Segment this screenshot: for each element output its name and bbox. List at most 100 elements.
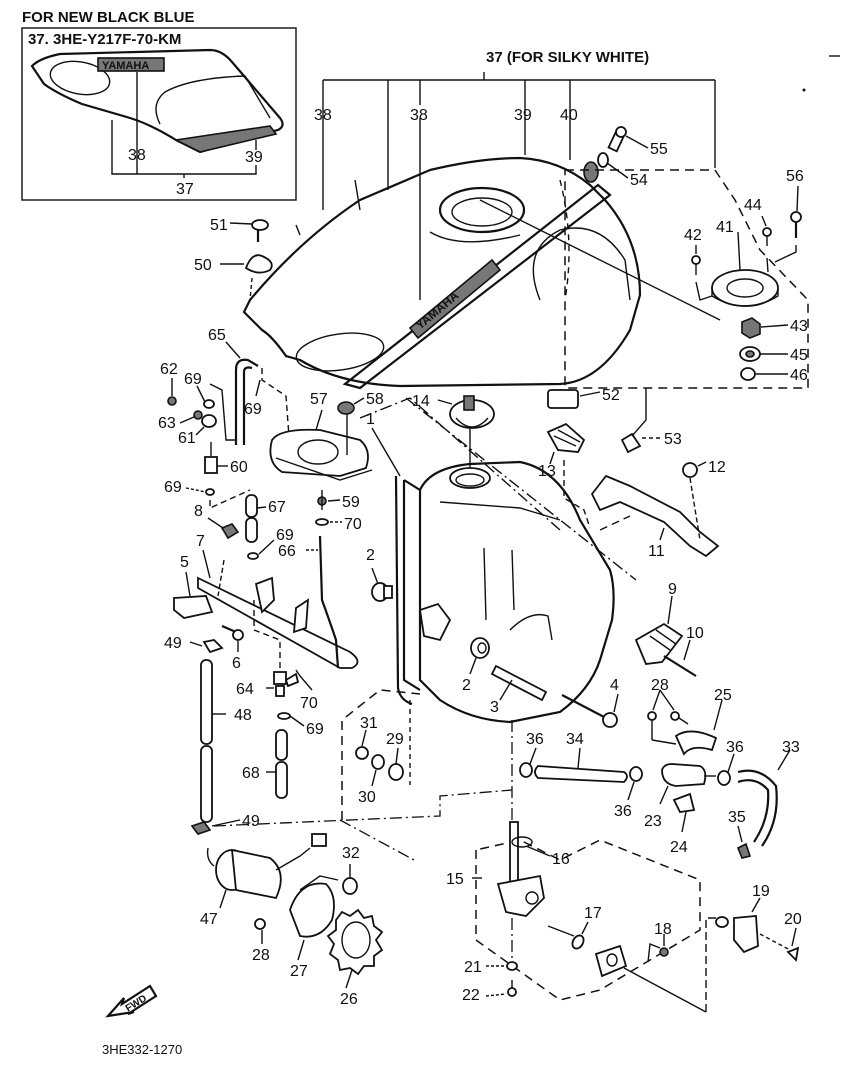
part-69-clip-e xyxy=(277,712,291,720)
part-12-bolt xyxy=(682,461,707,541)
part-1-fuel-tank xyxy=(371,422,615,724)
part-59-fitting xyxy=(317,490,341,510)
callout-22: 22 xyxy=(462,987,480,1004)
inset-part-number: 37. 3HE-Y217F-70-KM xyxy=(28,31,181,48)
callout-21: 21 xyxy=(464,959,482,976)
part-58-nut xyxy=(337,397,365,455)
callout-3: 3 xyxy=(490,699,499,716)
callout-50: 50 xyxy=(194,257,212,274)
callout-49a: 49 xyxy=(164,635,182,652)
part-52-damper xyxy=(547,389,601,409)
part-57-pump-plate xyxy=(269,409,373,481)
callout-52: 52 xyxy=(602,387,620,404)
callout-16: 16 xyxy=(552,851,570,868)
callout-59: 59 xyxy=(342,494,360,511)
callout-68: 68 xyxy=(242,765,260,782)
stray-dot xyxy=(802,88,806,92)
part-56-bolt xyxy=(774,185,802,263)
callout-49b: 49 xyxy=(242,813,260,830)
part-48-hose xyxy=(200,659,226,823)
part-46-oring xyxy=(740,367,788,381)
part-3-collar xyxy=(490,664,548,702)
part-63-washer xyxy=(179,410,203,424)
part-45-washer xyxy=(739,346,788,362)
callout-14: 14 xyxy=(412,393,430,410)
part-11-bracket xyxy=(590,474,720,558)
part-49-clamp-a xyxy=(202,639,224,654)
callout-20: 20 xyxy=(784,911,802,928)
callout-13: 13 xyxy=(538,463,556,480)
callout-69d: 69 xyxy=(276,527,294,544)
inset-callout-38: 38 xyxy=(128,147,146,164)
callout-56: 56 xyxy=(786,168,804,185)
group-29-31-boundary xyxy=(341,689,421,820)
inset-yamaha-logo xyxy=(97,57,165,72)
forward-arrow-text: FWD xyxy=(124,993,149,1014)
callout-51: 51 xyxy=(210,217,228,234)
part-55-bolt xyxy=(607,126,649,153)
inset-brand-text: YAMAHA xyxy=(102,60,149,72)
callout-54: 54 xyxy=(630,172,648,189)
callout-31: 31 xyxy=(360,715,378,732)
callout-57: 57 xyxy=(310,391,328,408)
callout-58: 58 xyxy=(366,391,384,408)
inset-tank-panel: YAMAHA xyxy=(30,48,284,154)
inset-new-black-blue: FOR NEW BLACK BLUE 37. 3HE-Y217F-70-KM Y… xyxy=(21,9,297,201)
part-67-hose xyxy=(245,494,267,543)
callout-19: 19 xyxy=(752,883,770,900)
silky-white-group: 37 (FOR SILKY WHITE) xyxy=(322,49,840,300)
part-34-fuel-hose xyxy=(534,747,628,783)
part-4-bolt xyxy=(561,693,619,728)
callout-28b: 28 xyxy=(252,947,270,964)
callout-61: 61 xyxy=(178,430,196,447)
callout-69b: 69 xyxy=(244,401,262,418)
callout-4: 4 xyxy=(610,677,619,694)
part-64-joint xyxy=(266,671,300,697)
callout-46: 46 xyxy=(790,367,808,384)
part-31-screw xyxy=(355,729,369,760)
part-19-knob xyxy=(715,897,761,954)
part-22-screw xyxy=(485,980,517,997)
part-50-grommet xyxy=(220,254,273,301)
callout-70b: 70 xyxy=(300,695,318,712)
part-18-screw xyxy=(647,934,669,963)
callout-38a: 38 xyxy=(314,107,332,124)
tank-cover: YAMAHA xyxy=(242,156,721,390)
callout-44: 44 xyxy=(744,197,762,214)
callout-36b: 36 xyxy=(614,803,632,820)
callout-10: 10 xyxy=(686,625,704,642)
part-41-cap-ring xyxy=(711,269,779,307)
callout-65: 65 xyxy=(208,327,226,344)
callout-24: 24 xyxy=(670,839,688,856)
callout-55: 55 xyxy=(650,141,668,158)
part-fuel-cock-plate xyxy=(594,944,707,1013)
callout-5: 5 xyxy=(180,554,189,571)
fuel-cock-group xyxy=(475,839,701,1001)
callout-23: 23 xyxy=(644,813,662,830)
callout-63: 63 xyxy=(158,415,176,432)
leader-cap-assembly xyxy=(479,199,721,321)
callout-32: 32 xyxy=(342,845,360,862)
callout-48: 48 xyxy=(234,707,252,724)
part-69-clip-c xyxy=(205,488,215,496)
part-66-hose xyxy=(318,535,340,669)
part-9-cover xyxy=(634,595,684,665)
part-27-pump-bracket xyxy=(289,875,339,961)
callout-60: 60 xyxy=(230,459,248,476)
leader-pump-route xyxy=(213,789,513,861)
callout-47: 47 xyxy=(200,911,218,928)
part-61-clamp xyxy=(195,414,217,436)
part-28-screws xyxy=(647,689,689,740)
drawing-number: 3HE332-1270 xyxy=(102,1042,182,1057)
callout-53: 53 xyxy=(664,431,682,448)
inset-callout-39: 39 xyxy=(245,149,263,166)
callout-28a: 28 xyxy=(651,677,669,694)
cap-assembly-group xyxy=(564,169,809,389)
filler-opening xyxy=(438,186,526,234)
part-53-damper xyxy=(620,388,660,454)
part-69-clip-d xyxy=(247,552,259,560)
callout-41: 41 xyxy=(716,219,734,236)
part-23-fuel-filter xyxy=(659,763,716,805)
yamaha-decal xyxy=(408,258,502,340)
